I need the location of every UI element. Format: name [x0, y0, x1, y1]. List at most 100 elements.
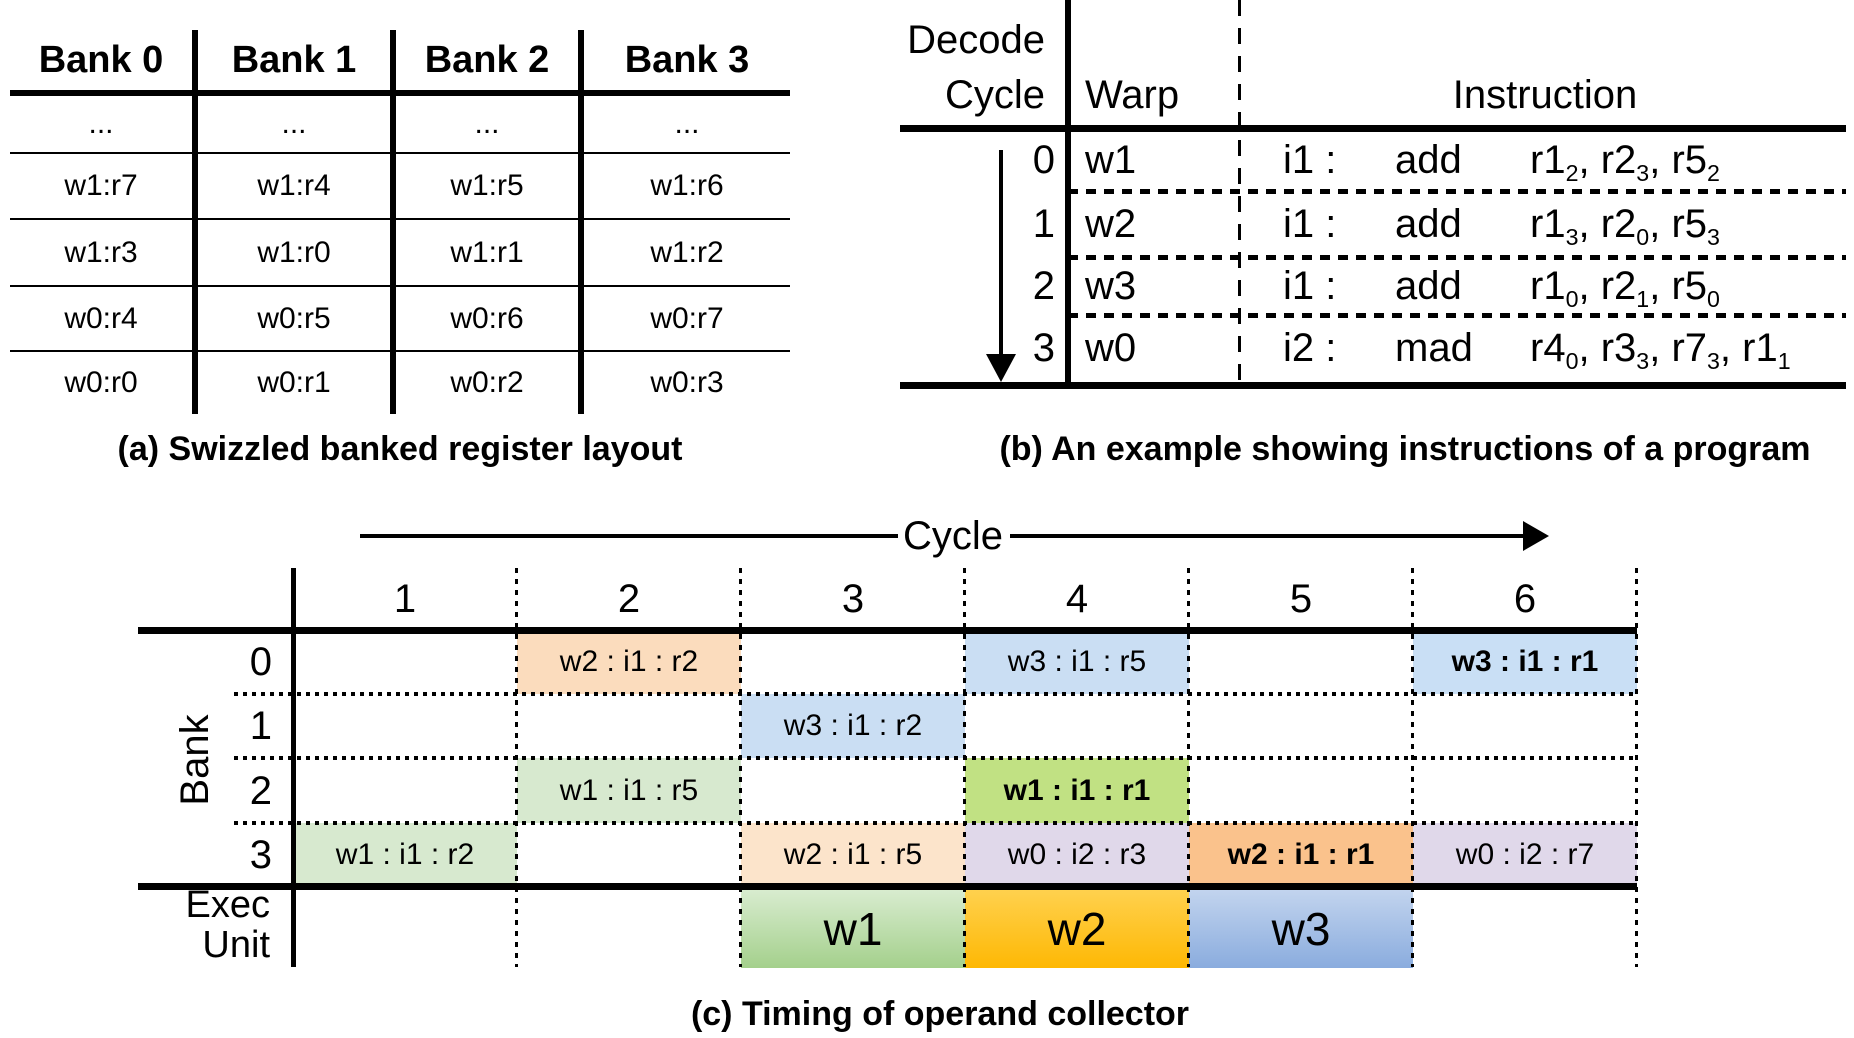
- exec-unit-cell: w1: [741, 890, 965, 968]
- cycle-axis-label: Cycle: [902, 514, 1004, 558]
- register-cell: w0:r5: [198, 287, 396, 352]
- timing-cell: w3 : i1 : r2: [741, 694, 965, 758]
- cycle-axis-line-right: [1010, 534, 1523, 538]
- panel-b-caption: (b) An example showing instructions of a…: [999, 430, 1811, 468]
- operand-register: r10: [1530, 264, 1579, 313]
- cycle-grid-line: [1635, 568, 1638, 967]
- panel-b-row-separator: [1068, 189, 1846, 194]
- operand-bank-subscript: 0: [1636, 224, 1650, 251]
- bank-row-label: 1: [249, 704, 272, 748]
- register-cell: w1:r4: [198, 154, 396, 220]
- timing-cell: w2 : i1 : r1: [1189, 823, 1413, 886]
- panel-b-row-separator: [1068, 255, 1846, 260]
- operand-bank-subscript: 3: [1636, 348, 1650, 375]
- timing-cell: w3 : i1 : r1: [1413, 630, 1637, 694]
- register-cell: w1:r5: [396, 154, 584, 220]
- operand-register: r53: [1671, 202, 1720, 251]
- decode-cycle-value: 1: [1032, 202, 1055, 246]
- instruction-label: i1 :: [1283, 202, 1337, 246]
- cycle-column-label: 5: [1289, 577, 1313, 621]
- operand-bank-subscript: 0: [1565, 286, 1579, 313]
- instruction-operands: r12, r23, r52: [1530, 138, 1720, 187]
- operand-bank-subscript: 0: [1565, 348, 1579, 375]
- bank-header-cell: Bank 0: [10, 30, 198, 96]
- register-cell: w0:r6: [396, 287, 584, 352]
- grid-exec-separator-line: [138, 883, 1637, 890]
- operand-register: r12: [1530, 138, 1579, 187]
- grid-top-line: [138, 627, 1637, 634]
- register-cell: w1:r3: [10, 220, 198, 287]
- register-cell: w1:r1: [396, 220, 584, 287]
- cycle-grid-line: [515, 568, 518, 967]
- bank-header-cell: Bank 2: [396, 30, 584, 96]
- instruction-header: Instruction: [1452, 73, 1638, 117]
- decode-cycle-value: 2: [1032, 264, 1055, 308]
- operand-bank-subscript: 3: [1636, 160, 1650, 187]
- bank-header-cell: Bank 3: [584, 30, 790, 96]
- register-cell: w1:r2: [584, 220, 790, 287]
- operand-bank-subscript: 0: [1707, 286, 1720, 313]
- register-cell: ...: [198, 96, 396, 154]
- register-cell: w1:r7: [10, 154, 198, 220]
- register-cell: w1:r0: [198, 220, 396, 287]
- instruction-label: i2 :: [1283, 326, 1337, 370]
- decode-cycle-value: 3: [1032, 326, 1055, 370]
- instruction-operands: r10, r21, r50: [1530, 264, 1720, 313]
- instruction-opcode: mad: [1395, 326, 1473, 370]
- operand-bank-subscript: 1: [1636, 286, 1650, 313]
- instruction-opcode: add: [1395, 202, 1462, 246]
- cycle-column-label: 6: [1513, 577, 1537, 621]
- register-cell: w0:r1: [198, 352, 396, 414]
- register-cell: ...: [10, 96, 198, 154]
- operand-bank-subscript: 3: [1565, 224, 1579, 251]
- timing-cell: w1 : i1 : r2: [293, 823, 517, 886]
- bank-row-label: 2: [249, 768, 272, 813]
- exec-unit-label-line2: Unit: [202, 924, 270, 966]
- cycle-axis-line-left: [360, 534, 898, 538]
- operand-bank-subscript: 2: [1707, 160, 1720, 187]
- decode-order-arrow-head-icon: [986, 354, 1016, 382]
- exec-unit-cell: w2: [965, 890, 1189, 968]
- cycle-column-label: 1: [393, 577, 417, 621]
- bank-row-separator: [234, 821, 1637, 825]
- instruction-operands: r13, r20, r53: [1530, 202, 1720, 251]
- operand-register: r13: [1530, 202, 1579, 251]
- operand-bank-subscript: 3: [1707, 224, 1720, 251]
- cycle-column-label: 2: [617, 577, 641, 621]
- cycle-column-label: 3: [841, 577, 865, 621]
- cycle-grid-line: [963, 568, 966, 967]
- bank-row-separator: [234, 692, 1637, 696]
- operand-register: r23: [1600, 138, 1650, 187]
- operand-register: r73: [1671, 326, 1720, 375]
- warp-value: w3: [1085, 264, 1137, 308]
- instruction-operands: r40, r33, r73, r11: [1530, 326, 1791, 375]
- decode-cycle-header-line1: Decode: [907, 18, 1045, 62]
- register-cell: w0:r3: [650, 366, 724, 399]
- panel-b-row-separator: [1068, 313, 1846, 318]
- instruction-opcode: add: [1395, 264, 1462, 308]
- cycle-grid-line: [1411, 568, 1414, 967]
- operand-register: r21: [1600, 264, 1650, 313]
- warp-value: w1: [1085, 138, 1137, 182]
- warp-value: w2: [1085, 202, 1137, 246]
- operand-register: r20: [1600, 202, 1650, 251]
- register-cell: w0:r7: [584, 287, 790, 352]
- timing-cell: w0 : i2 : r3: [965, 823, 1189, 886]
- instruction-label: i1 :: [1283, 264, 1337, 308]
- decode-order-arrow-shaft: [999, 150, 1003, 358]
- operand-bank-subscript: 3: [1707, 348, 1720, 375]
- warp-header: Warp: [1085, 73, 1180, 117]
- decode-cycle-header-line2: Cycle: [944, 73, 1045, 117]
- register-cell: w0:r4: [10, 287, 198, 352]
- exec-unit-cell: w3: [1189, 890, 1413, 968]
- bank-header-cell: Bank 1: [198, 30, 396, 96]
- operand-register: r50: [1671, 264, 1720, 313]
- instruction-label: i1 :: [1283, 138, 1337, 182]
- operand-register: r40: [1530, 326, 1579, 375]
- operand-register: r11: [1742, 326, 1791, 375]
- operand-bank-subscript: 2: [1565, 160, 1579, 187]
- register-cell: ...: [396, 96, 584, 154]
- panel-b-header-underline: [900, 125, 1846, 132]
